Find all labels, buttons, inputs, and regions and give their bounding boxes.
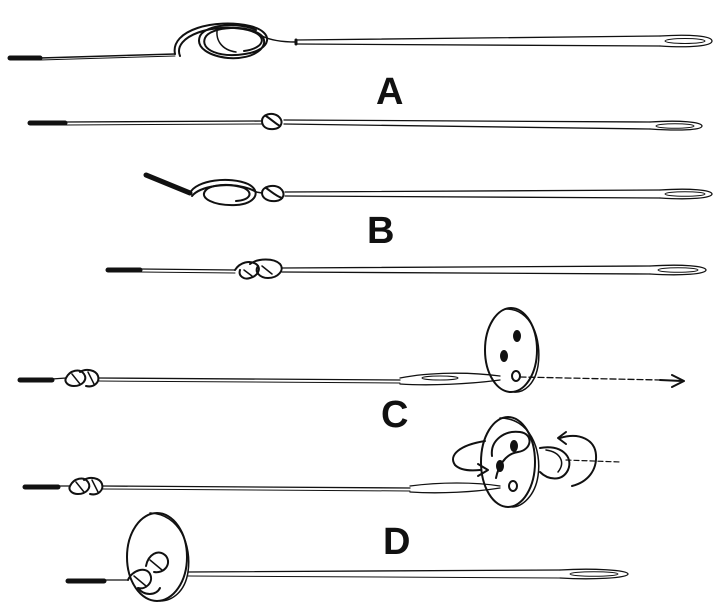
needle-icon	[296, 35, 712, 47]
step-c-result-illustration	[25, 417, 620, 507]
step-label-b: B	[367, 212, 394, 250]
small-knot-icon	[262, 186, 283, 201]
loop-knot-icon	[175, 24, 296, 59]
arrow-right-icon	[660, 375, 684, 387]
step-b-illustration	[146, 175, 712, 205]
double-knot-icon	[235, 260, 282, 279]
step-a-result-illustration	[30, 114, 702, 130]
step-label-d: D	[383, 523, 410, 561]
needle-icon	[400, 373, 500, 385]
button-icon	[127, 513, 189, 601]
button-icon	[485, 308, 539, 392]
needle-icon	[285, 189, 712, 199]
step-label-c: C	[381, 396, 408, 434]
needle-icon	[560, 569, 628, 579]
step-b-result-illustration	[108, 260, 706, 279]
double-knot-icon	[65, 370, 98, 386]
thread-wrap-icon	[492, 432, 620, 479]
thread-wrap-icon	[128, 553, 168, 594]
step-d-illustration	[68, 513, 628, 601]
button-icon	[481, 417, 539, 507]
step-label-a: A	[376, 73, 403, 111]
double-knot-icon	[69, 478, 102, 494]
needle-icon	[284, 120, 702, 130]
needle-icon	[282, 265, 706, 275]
small-knot-icon	[262, 114, 281, 129]
step-c-illustration	[20, 308, 684, 392]
step-a-illustration	[10, 24, 712, 60]
second-loop-icon	[190, 180, 262, 205]
